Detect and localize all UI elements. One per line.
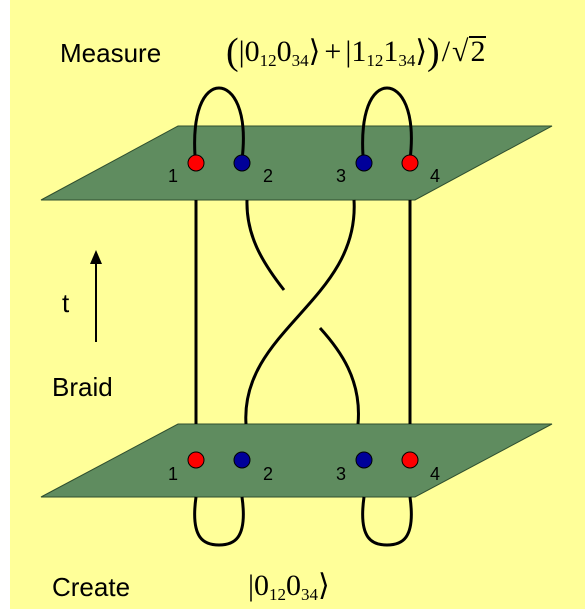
particle-bottom-3-label: 3 [336,464,346,484]
strand-over [244,199,356,425]
create-arc-34 [361,496,413,547]
strand-under-lower [318,326,360,425]
measure-arc-12 [193,86,245,169]
particle-bottom-2-label: 2 [263,464,273,484]
braid-label: Braid [52,372,113,402]
strand-under-upper [245,199,286,291]
measure-term1-second: 0 [276,35,292,68]
measure-term1-second-sub: 34 [291,51,309,70]
measure-sqrt-arg: 2 [468,35,486,68]
particle-top-3-label: 3 [336,166,346,186]
measure-divide: / [441,35,451,68]
measure-plus: + [324,35,342,68]
particle-bottom-4-label: 4 [430,464,440,484]
create-label: Create [52,572,131,602]
particle-top-4-label: 4 [430,166,440,186]
create-first-sub: 12 [269,585,287,604]
particle-bottom-4 [401,451,419,469]
particle-bottom-1 [187,451,205,469]
diagram-background [10,0,585,609]
create-arc-12 [193,496,245,547]
create-second-sub: 34 [301,585,319,604]
particle-top-1 [187,154,205,172]
bottom-plane [40,423,553,498]
measure-arc-34 [361,86,413,169]
top-plane [40,125,553,201]
particle-bottom-2 [233,451,251,469]
particle-bottom-1-label: 1 [168,464,178,484]
particle-top-3 [355,154,373,172]
create-first: 0 [254,569,270,602]
particle-top-1-label: 1 [168,166,178,186]
particle-bottom-3 [355,451,373,469]
measure-term2-first-sub: 12 [366,51,384,70]
measure-term2-second: 1 [383,35,399,68]
measure-term2-first: 1 [351,35,367,68]
particle-top-2-label: 2 [263,166,273,186]
time-arrow-head [90,250,102,264]
particle-top-4 [401,154,419,172]
time-label: t [62,288,70,318]
particle-top-2 [233,154,251,172]
create-state-formula: |012034⟩ [248,569,330,604]
create-second: 0 [286,569,302,602]
measure-term2-second-sub: 34 [398,51,416,70]
measure-term1-first: 0 [244,35,260,68]
measure-state-formula: (|012034⟩+|112134⟩)/√2 [226,31,486,73]
measure-term1-first-sub: 12 [259,51,277,70]
measure-label: Measure [60,38,162,68]
